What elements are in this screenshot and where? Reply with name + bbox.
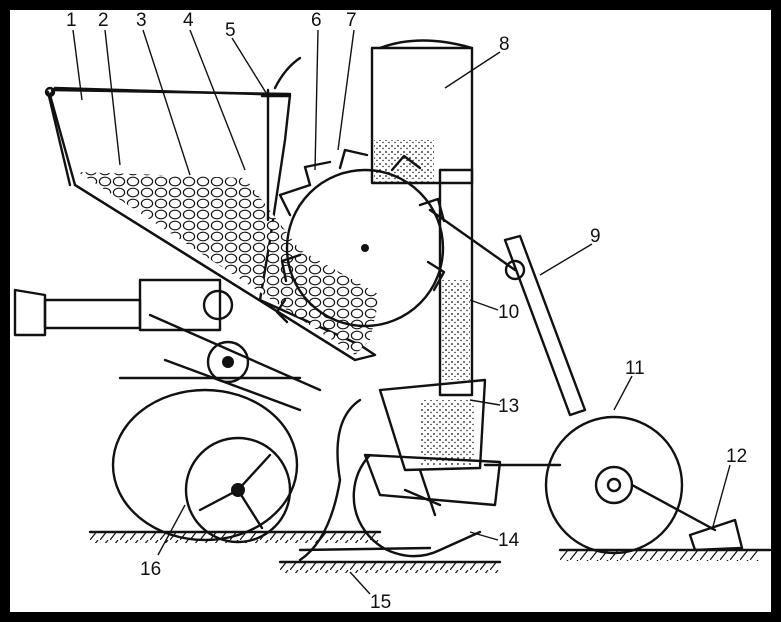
- press-wheel-large: [111, 388, 299, 542]
- label-3: 3: [136, 10, 147, 31]
- covering-disc-11: [544, 415, 717, 555]
- label-16: 16: [140, 559, 161, 580]
- callout-labels: 1 2 3 4 5 6 7 8 9 10 11 12 13 14 15 16: [66, 10, 747, 613]
- label-15: 15: [370, 592, 391, 613]
- label-14: 14: [498, 530, 520, 551]
- scraper: [688, 518, 744, 552]
- adjusting-arm: [428, 208, 587, 467]
- hopper: [44, 86, 380, 362]
- label-11: 11: [625, 358, 645, 379]
- label-12: 12: [726, 446, 747, 467]
- label-10: 10: [498, 302, 519, 323]
- label-9: 9: [590, 226, 601, 247]
- label-6: 6: [311, 10, 322, 31]
- ground-wheel-16: [184, 436, 292, 544]
- label-4: 4: [183, 10, 194, 31]
- agitator-rod: [260, 56, 302, 222]
- label-5: 5: [225, 20, 236, 41]
- label-2: 2: [98, 10, 109, 31]
- seed-tube: [370, 39, 487, 472]
- label-13: 13: [498, 396, 519, 417]
- label-1: 1: [66, 10, 77, 31]
- furrow-opener: [298, 398, 502, 562]
- main-frame: [118, 313, 322, 412]
- label-7: 7: [346, 10, 357, 31]
- ground: [88, 530, 772, 573]
- leader-lines: [72, 29, 731, 595]
- label-8: 8: [499, 34, 510, 55]
- drive-shaft: [13, 278, 234, 337]
